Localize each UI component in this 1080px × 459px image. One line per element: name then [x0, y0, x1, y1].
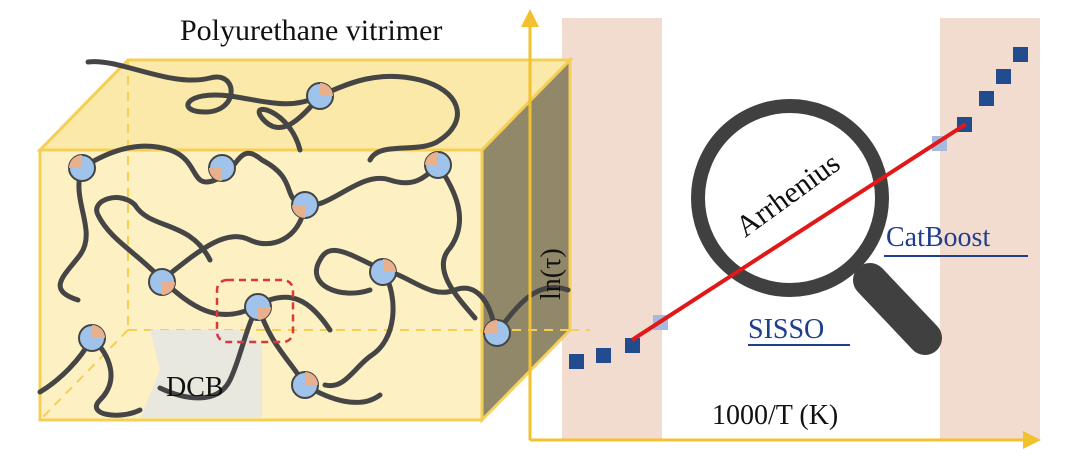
catboost-label: CatBoost: [886, 222, 990, 253]
dynamic-bond-node-icon: [78, 324, 106, 352]
diagram-title: Polyurethane vitrimer: [180, 14, 442, 47]
dynamic-bond-node-icon: [369, 258, 397, 286]
dynamic-bond-node-icon: [244, 293, 272, 321]
arrhenius-fit-line: [630, 122, 968, 342]
dynamic-bond-node-icon: [424, 151, 452, 179]
data-point: [569, 354, 584, 369]
data-point: [996, 69, 1011, 84]
dynamic-bond-node-icon: [306, 82, 334, 110]
dcb-selection-box: [215, 278, 295, 344]
dynamic-bond-node-icon: [148, 268, 176, 296]
dynamic-bond-node-icon: [483, 319, 511, 347]
dynamic-bond-node-icon: [208, 154, 236, 182]
crosslink-nodes: [68, 82, 511, 399]
dcb-label: DCB: [166, 372, 224, 403]
dcb-highlight: [140, 330, 262, 418]
band-left: [562, 18, 662, 440]
data-point: [1013, 47, 1028, 62]
dynamic-bond-node-icon: [291, 371, 319, 399]
data-point: [596, 348, 611, 363]
y-axis-label: ln(τ): [536, 248, 567, 300]
polymer-cube: [36, 56, 590, 424]
dynamic-bond-node-icon: [68, 154, 96, 182]
band-right: [940, 18, 1040, 440]
data-point: [625, 338, 640, 353]
dynamic-bond-node-icon: [291, 191, 319, 219]
x-axis-label: 1000/T (K): [712, 400, 838, 431]
magnifying-glass-icon: [691, 99, 942, 355]
data-point: [979, 91, 994, 106]
sisso-label: SISSO: [748, 314, 824, 345]
